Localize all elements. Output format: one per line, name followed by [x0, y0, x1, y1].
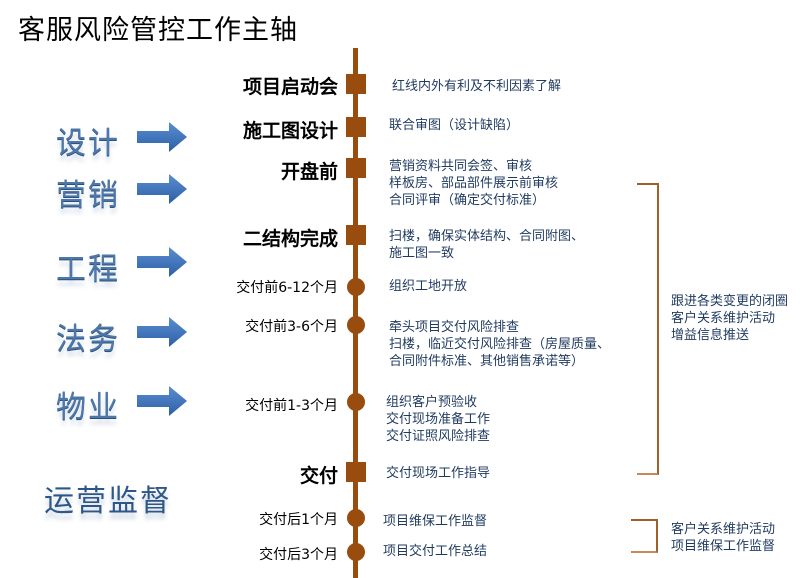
desc-line: 牵头项目交付风险排查 — [389, 320, 520, 335]
milestone-label: 交付后3个月 — [259, 547, 338, 563]
milestone-desc: 牵头项目交付风险排查 扫楼，临近交付风险排查（房屋质量、 合同附件标准、其他销售… — [389, 319, 610, 370]
desc-line: 扫楼，临近交付风险排查（房屋质量、 — [389, 337, 611, 352]
milestone-desc: 组织客户预验收 交付现场准备工作 交付证照风险排查 — [386, 394, 490, 445]
milestone-desc: 项目维保工作监督 — [383, 514, 488, 529]
desc-line: 组织客户预验收 — [386, 395, 478, 410]
page-title: 客服风险管控工作主轴 — [18, 15, 298, 46]
milestone-label: 开盘前 — [280, 161, 338, 183]
arrow-right-icon — [137, 247, 187, 277]
note-line: 客户关系维护活动 — [671, 522, 776, 537]
circle-marker-icon — [347, 509, 365, 527]
note-line: 项目维保工作监督 — [671, 539, 776, 554]
arrow-right-icon — [137, 386, 187, 416]
milestone-desc: 扫楼，确保实体结构、合同附图、 施工图一致 — [389, 228, 584, 262]
square-marker-icon — [346, 74, 366, 94]
desc-line: 合同评审（确定交付标准） — [389, 193, 546, 208]
milestone-desc: 项目交付工作总结 — [383, 544, 488, 559]
square-marker-icon — [346, 158, 366, 178]
operations-supervision-label: 运营监督 — [44, 484, 172, 519]
department-label: 营销 — [56, 178, 120, 213]
desc-line: 营销资料共同会签、审核 — [389, 159, 533, 174]
circle-marker-icon — [347, 393, 365, 411]
desc-line: 扫楼，确保实体结构、合同附图、 — [389, 229, 585, 244]
circle-marker-icon — [347, 543, 365, 561]
bracket-pre-delivery — [637, 183, 659, 475]
department-label: 物业 — [56, 390, 120, 425]
arrow-right-icon — [137, 174, 187, 204]
milestone-label: 二结构完成 — [242, 228, 338, 250]
note-line: 增益信息推送 — [671, 328, 750, 343]
milestone-desc: 组织工地开放 — [389, 279, 468, 294]
circle-marker-icon — [347, 316, 365, 334]
department-label: 设计 — [56, 126, 120, 161]
milestone-label: 交付前3-6个月 — [245, 319, 338, 335]
desc-line: 合同附件标准、其他销售承诺等） — [389, 354, 585, 369]
note-line: 客户关系维护活动 — [671, 311, 776, 326]
bracket-post-delivery — [631, 519, 658, 553]
milestone-label: 交付后1个月 — [259, 512, 338, 528]
arrow-right-icon — [137, 317, 187, 347]
square-marker-icon — [346, 462, 366, 482]
arrow-right-icon — [137, 122, 187, 152]
desc-line: 样板房、部品部件展示前审核 — [389, 176, 559, 191]
timeline-axis — [353, 48, 358, 578]
desc-line: 施工图一致 — [389, 246, 455, 261]
square-marker-icon — [346, 225, 366, 245]
milestone-label: 交付 — [299, 465, 338, 487]
milestone-desc: 营销资料共同会签、审核 样板房、部品部件展示前审核 合同评审（确定交付标准） — [389, 158, 558, 209]
side-note-pre-delivery: 跟进各类变更的闭圈 客户关系维护活动 增益信息推送 — [671, 293, 788, 344]
department-label: 工程 — [56, 252, 120, 287]
circle-marker-icon — [347, 278, 365, 296]
milestone-desc: 联合审图（设计缺陷） — [389, 118, 520, 133]
milestone-desc: 红线内外有利及不利因素了解 — [392, 79, 562, 94]
square-marker-icon — [346, 117, 366, 137]
milestone-label: 施工图设计 — [242, 120, 338, 142]
desc-line: 交付证照风险排查 — [386, 429, 491, 444]
milestone-label: 交付前6-12个月 — [236, 280, 338, 296]
milestone-label: 交付前1-3个月 — [245, 398, 338, 414]
side-note-post-delivery: 客户关系维护活动 项目维保工作监督 — [671, 521, 775, 555]
milestone-label: 项目启动会 — [242, 76, 338, 98]
note-line: 跟进各类变更的闭圈 — [671, 294, 789, 309]
milestone-desc: 交付现场工作指导 — [386, 466, 491, 481]
department-label: 法务 — [56, 322, 120, 357]
desc-line: 交付现场准备工作 — [386, 412, 491, 427]
